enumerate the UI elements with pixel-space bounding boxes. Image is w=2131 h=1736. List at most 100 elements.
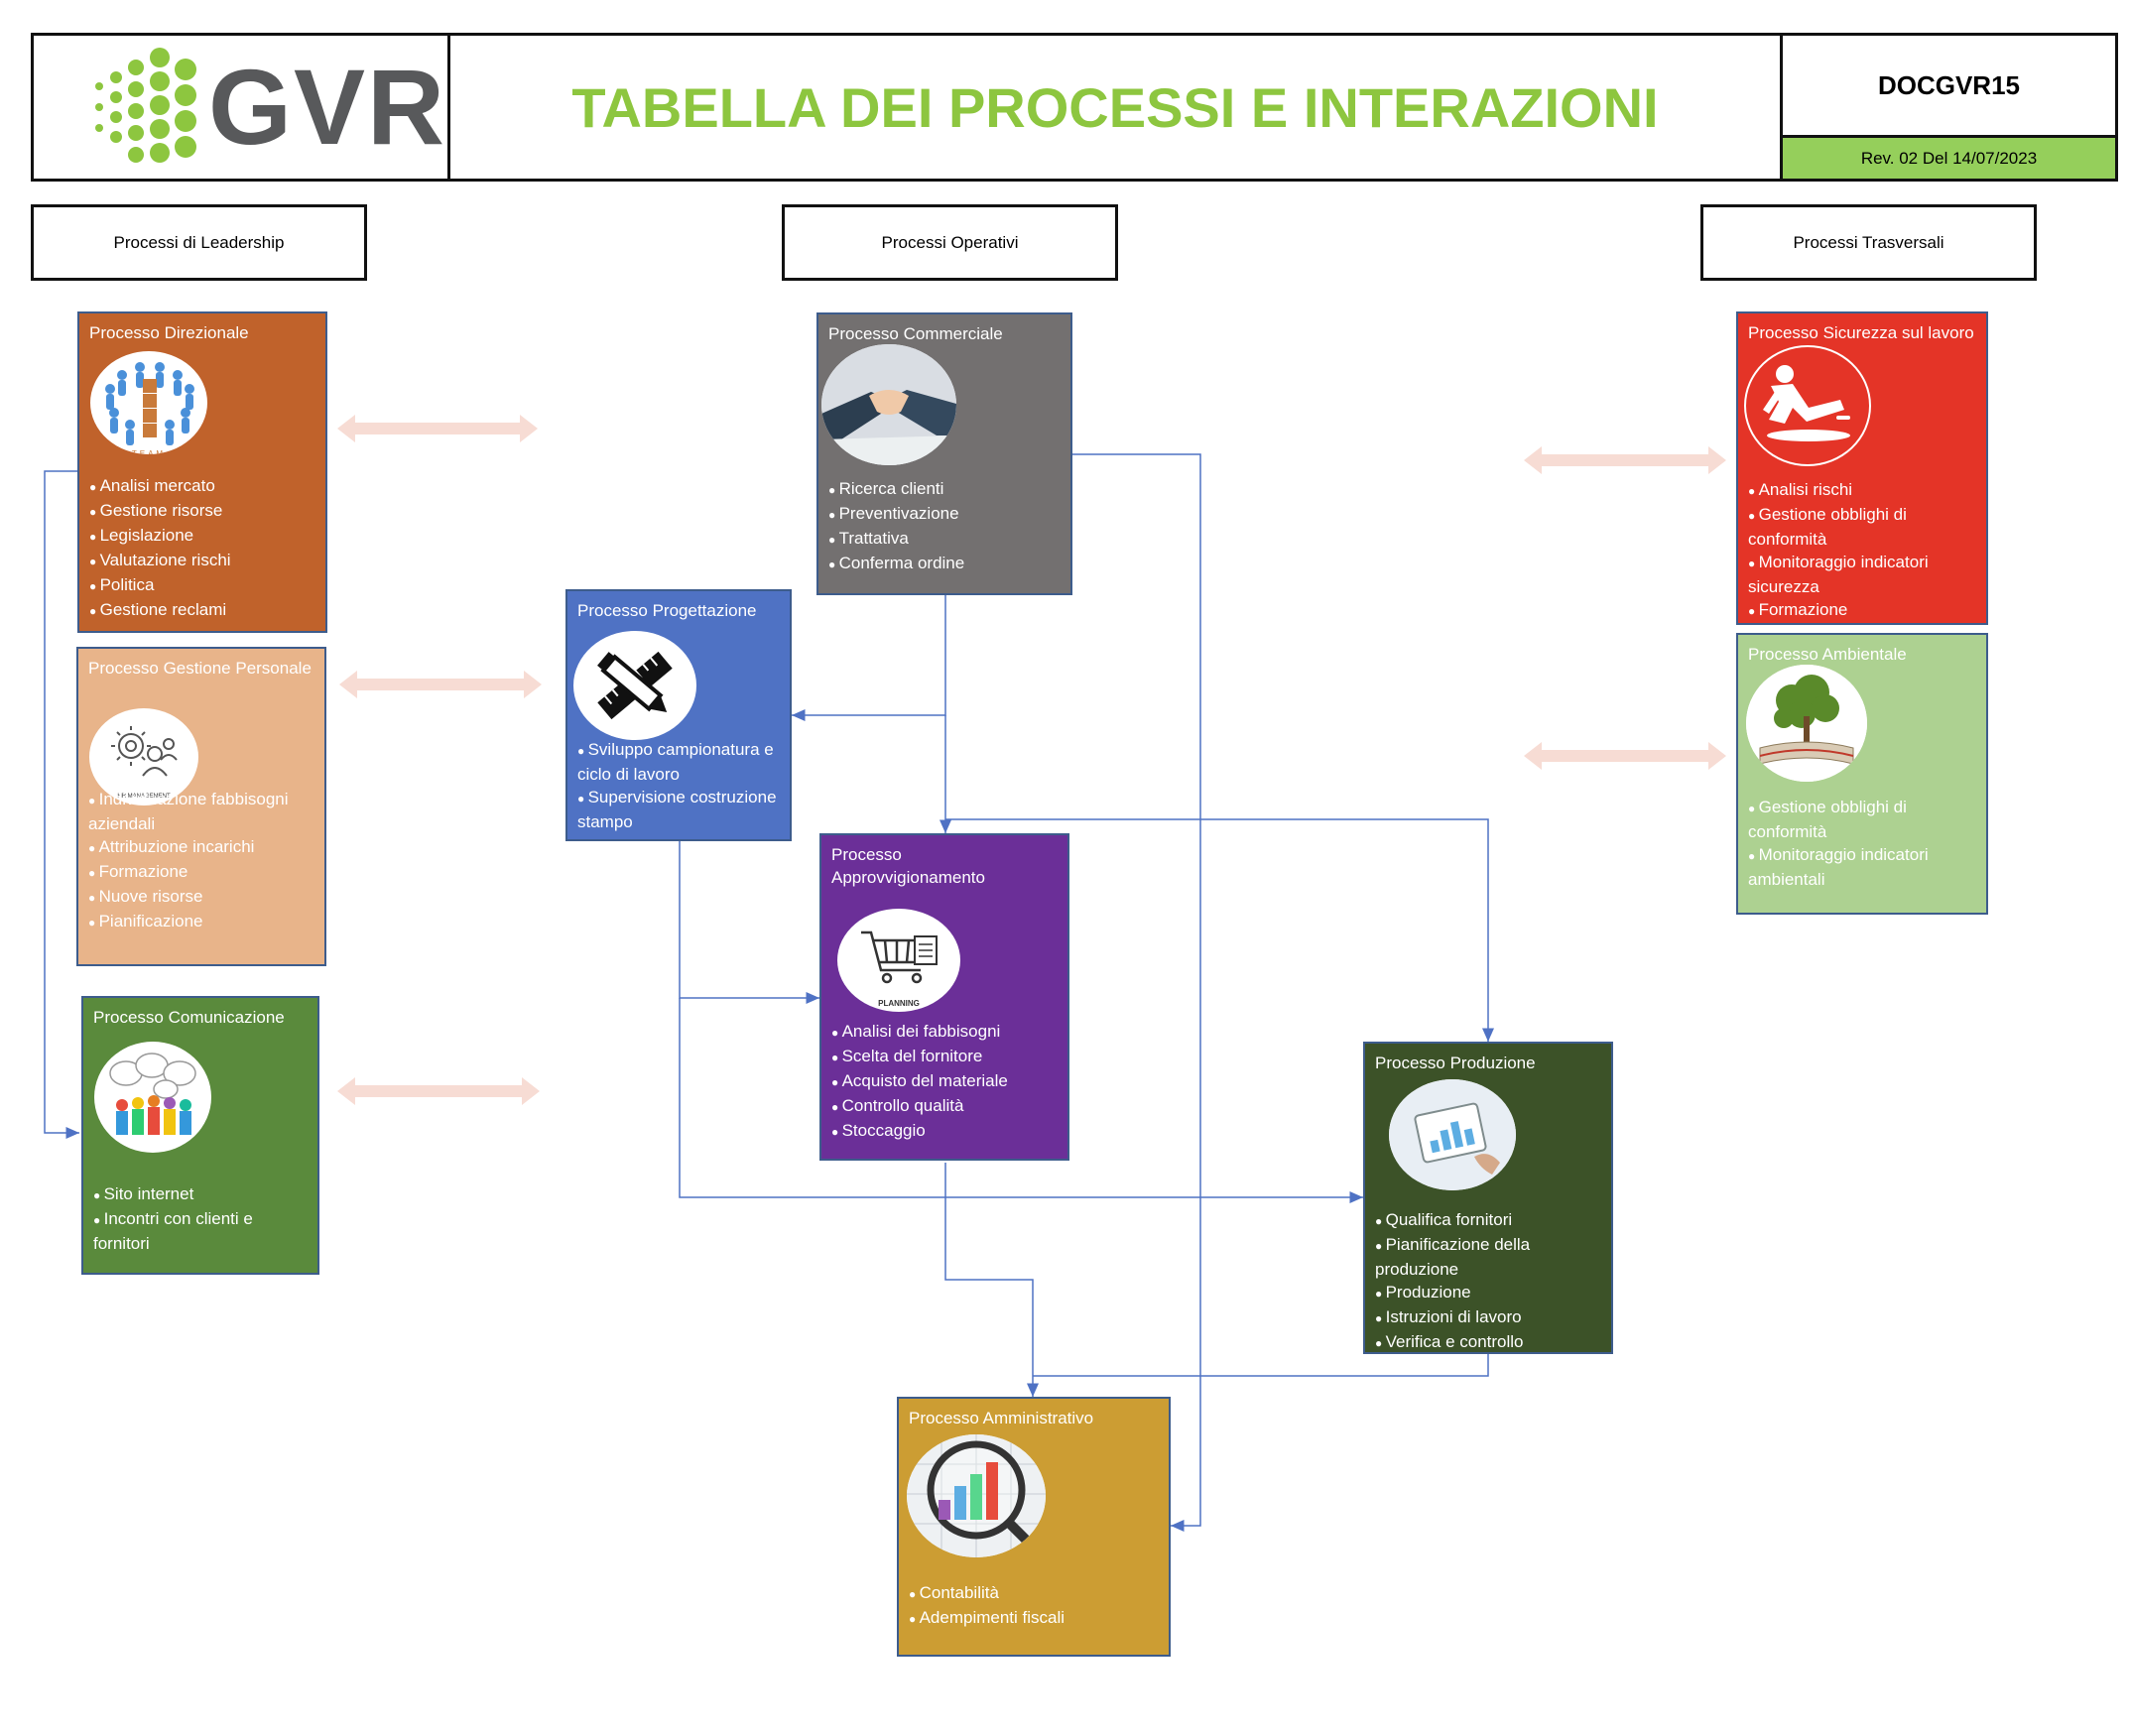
interaction-arrow-personale: [339, 671, 542, 698]
process-approvvigionamento: Processo Approvvigionamento PLANNING Ana…: [819, 833, 1069, 1161]
logo: GVR: [89, 40, 444, 174]
process-item: Individuazione fabbisogni aziendali: [88, 788, 316, 835]
logo-text: GVR: [208, 47, 447, 167]
connector-approvvigionamento-amministrativo: [944, 1163, 1039, 1397]
process-item: Controllo qualità: [831, 1094, 1060, 1119]
process-item: Acquisto del materiale: [831, 1069, 1060, 1094]
process-item: Incontri con clienti e fornitori: [93, 1207, 310, 1255]
process-items: Qualifica fornitoriPianificazione della …: [1375, 1208, 1603, 1355]
process-item: Formazione: [88, 860, 316, 885]
process-item: Pianificazione della produzione: [1375, 1233, 1603, 1281]
process-item: Contabilità: [909, 1581, 1161, 1606]
process-item: Analisi mercato: [89, 474, 317, 499]
header-divider: [447, 33, 450, 182]
process-item: Supervisione costruzione stampo: [577, 786, 782, 833]
connector-commerciale-amministrativo: [1072, 453, 1201, 1532]
process-title: Processo Approvvigionamento: [831, 845, 985, 887]
process-item: Nuove risorse: [88, 885, 316, 910]
process-amministrativo: Processo Amministrativo ContabilitàAdemp…: [897, 1397, 1171, 1657]
header-divider: [1782, 135, 2118, 138]
connector-progettazione-approvvigionamento: [679, 841, 819, 1004]
process-title: Processo Direzionale: [89, 323, 249, 342]
process-item: Monitoraggio indicatori sicurezza: [1748, 551, 1978, 598]
process-ambientale: Processo Ambientale Gestione obblighi di…: [1736, 633, 1988, 915]
process-item: Sito internet: [93, 1182, 310, 1207]
process-title: Processo Amministrativo: [909, 1409, 1094, 1427]
process-direzionale: Processo Direzionale TEAM Analisi mercat…: [77, 311, 327, 633]
logo-hexagons-icon: [95, 48, 196, 163]
process-items: Analisi mercatoGestione risorseLegislazi…: [89, 474, 317, 623]
category-trasversali: Processi Trasversali: [1700, 204, 2037, 281]
process-title: Processo Commerciale: [828, 324, 1003, 343]
interaction-arrow-comunicazione: [337, 1077, 540, 1105]
revision-badge: Rev. 02 Del 14/07/2023: [1783, 138, 2115, 179]
process-item: Qualifica fornitori: [1375, 1208, 1603, 1233]
process-items: ContabilitàAdempimenti fiscali: [909, 1581, 1161, 1631]
process-title: Processo Produzione: [1375, 1054, 1536, 1072]
process-sicurezza: Processo Sicurezza sul lavoro Analisi ri…: [1736, 311, 1988, 625]
process-item: Gestione risorse: [89, 499, 317, 524]
process-item: Istruzioni di lavoro: [1375, 1305, 1603, 1330]
process-title: Processo Progettazione: [577, 601, 757, 620]
process-item: Trattativa: [828, 527, 1063, 552]
header-divider: [1780, 33, 1783, 182]
process-item: Analisi rischi: [1748, 478, 1978, 503]
handshake-icon: [821, 344, 956, 465]
process-item: Scelta del fornitore: [831, 1045, 1060, 1069]
process-comunicazione: Processo Comunicazione Sito internetInco…: [81, 996, 319, 1275]
slip-hazard-icon: [1744, 345, 1871, 466]
magnifier-chart-icon: [907, 1434, 1046, 1557]
process-items: Analisi dei fabbisogniScelta del fornito…: [831, 1020, 1060, 1144]
process-item: Valutazione rischi: [89, 549, 317, 573]
process-title: Processo Gestione Personale: [88, 659, 312, 678]
process-item: Formazione: [1748, 598, 1978, 623]
process-item: Attribuzione incarichi: [88, 835, 316, 860]
connector-direzionale-comunicazione: [44, 470, 79, 1139]
process-item: Pianificazione: [88, 910, 316, 934]
process-item: Legislazione: [89, 524, 317, 549]
process-item: Analisi dei fabbisogni: [831, 1020, 1060, 1045]
process-items: Sito internetIncontri con clienti e forn…: [93, 1182, 310, 1255]
process-item: Monitoraggio indicatori ambientali: [1748, 843, 1978, 891]
process-item: Gestione reclami: [89, 598, 317, 623]
tablet-chart-icon: [1389, 1079, 1516, 1190]
header-frame: [31, 33, 2118, 182]
process-item: Adempimenti fiscali: [909, 1606, 1161, 1631]
process-commerciale: Processo Commerciale Ricerca clientiPrev…: [816, 312, 1072, 595]
process-progettazione: Processo Progettazione Sviluppo campiona…: [565, 589, 792, 841]
process-items: Gestione obblighi di conformitàMonitorag…: [1748, 796, 1978, 891]
process-item: Politica: [89, 573, 317, 598]
process-gestione-personale: Processo Gestione Personale HR MANAGEMEN…: [76, 647, 326, 966]
cart-planning-icon: PLANNING: [837, 909, 960, 1012]
process-items: Analisi rischiGestione obblighi di confo…: [1748, 478, 1978, 623]
connector-commerciale-produzione: [945, 818, 1494, 1042]
interaction-arrow-direzionale: [337, 415, 538, 442]
process-title: Processo Sicurezza sul lavoro: [1748, 323, 1974, 342]
process-items: Sviluppo campionatura e ciclo di lavoroS…: [577, 738, 782, 833]
process-item: Sviluppo campionatura e ciclo di lavoro: [577, 738, 782, 786]
process-title: Processo Comunicazione: [93, 1008, 285, 1027]
page-title: TABELLA DEI PROCESSI E INTERAZIONI: [571, 75, 1659, 139]
pencil-ruler-icon: [573, 631, 696, 740]
process-produzione: Processo Produzione Qualifica fornitoriP…: [1363, 1042, 1613, 1354]
interaction-arrow-ambientale: [1524, 742, 1726, 770]
interaction-arrow-sicurezza: [1524, 446, 1726, 474]
process-items: Individuazione fabbisogni aziendaliAttri…: [88, 788, 316, 934]
category-operativi: Processi Operativi: [782, 204, 1118, 281]
process-item: Verifica e controllo: [1375, 1330, 1603, 1355]
process-item: Gestione obblighi di conformità: [1748, 503, 1978, 551]
process-item: Produzione: [1375, 1281, 1603, 1305]
icon-label: PLANNING: [878, 999, 920, 1008]
process-item: Preventivazione: [828, 502, 1063, 527]
process-item: Stoccaggio: [831, 1119, 1060, 1144]
doc-code: DOCGVR15: [1877, 69, 2021, 100]
process-item: Conferma ordine: [828, 552, 1063, 576]
connector-commerciale-progettazione: [792, 595, 946, 721]
process-item: Gestione obblighi di conformità: [1748, 796, 1978, 843]
connector-produzione-amministrativo: [1033, 1354, 1489, 1377]
process-items: Ricerca clientiPreventivazioneTrattativa…: [828, 477, 1063, 576]
icon-label: TEAM: [131, 449, 167, 454]
process-title: Processo Ambientale: [1748, 645, 1907, 664]
category-leadership: Processi di Leadership: [31, 204, 367, 281]
